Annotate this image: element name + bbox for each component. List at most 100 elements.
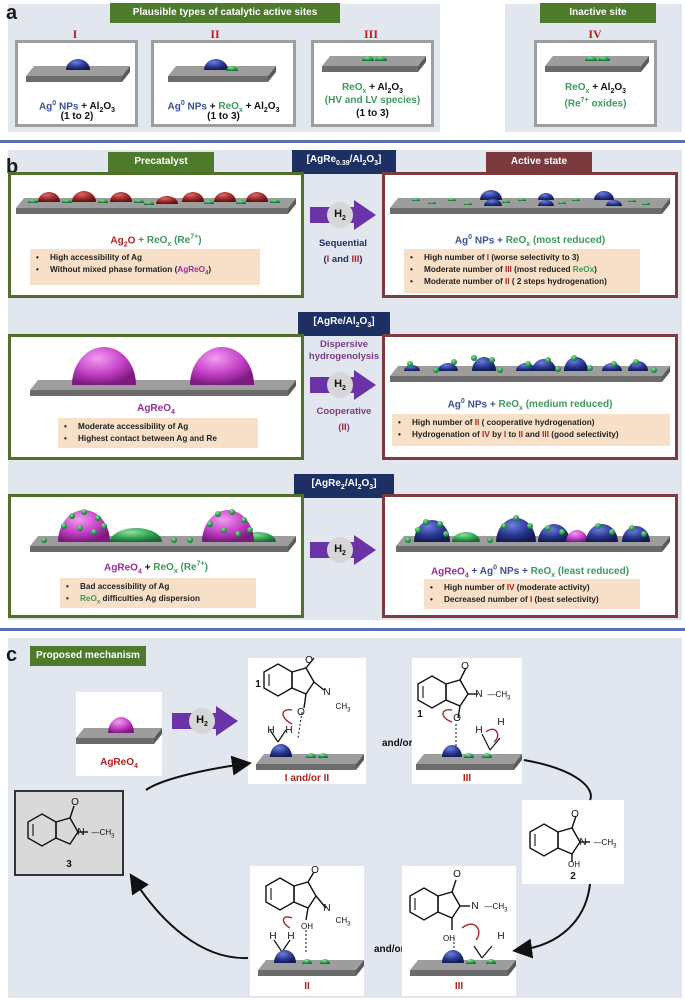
row3-h2-arrow xyxy=(310,535,376,565)
row1-left-bullet-2: Without mixed phase formation (AgReO4) xyxy=(36,264,254,280)
mech-h2-arrow xyxy=(172,706,238,736)
row3-left-bullet-1: Bad accessibility of Ag xyxy=(66,581,250,593)
row3-right-bullet-2: Decreased number of I (best selectivity) xyxy=(430,594,634,606)
row1-right-bullet-2: Moderate number of III (most reduced ReO… xyxy=(410,264,634,276)
row1-right-bullet-3: Moderate number of II ( 2 steps hydrogen… xyxy=(410,276,634,288)
br-methyl: —CH3 xyxy=(484,902,508,914)
tr-h1: H xyxy=(475,725,483,736)
precatalyst-tag: Precatalyst xyxy=(108,152,214,172)
site-i-label: Ag0 NPs + Al2O3 xyxy=(38,100,116,115)
mech-h2-label: H2 xyxy=(196,714,208,729)
row1-active-notes: High number of I (worse selectivity to 3… xyxy=(404,249,640,293)
panel-c-letter: c xyxy=(6,644,18,666)
site-iv-label: ReOx + Al2O3 xyxy=(564,82,627,95)
top-left-site-label: I and/or II xyxy=(284,773,330,784)
row2-h2-arrow xyxy=(310,370,376,400)
divider-a-b xyxy=(0,140,685,143)
compound-2-structure xyxy=(529,815,590,862)
row1-h2-arrow xyxy=(310,200,376,230)
site-ii-count: (1 to 3) xyxy=(207,111,240,122)
start-agreo4-illustration xyxy=(76,717,162,744)
row3-title: [AgRe2/Al2O3] xyxy=(294,474,394,498)
site-iii-species: (HV and LV species) xyxy=(324,95,421,106)
row2-active-notes: High number of II ( cooperative hydrogen… xyxy=(392,414,670,446)
site-iv-species: (Re7+ oxides) xyxy=(564,97,627,110)
panel-a-title: Plausible types of catalytic active site… xyxy=(110,3,340,23)
site-ii-numeral: II xyxy=(210,27,220,41)
row2-active-label: Ag0 NPs + ReOx (medium reduced) xyxy=(447,398,613,413)
bl-oxygen: O xyxy=(311,865,319,876)
row1-precatalyst-notes: High accessibility of Ag Without mixed p… xyxy=(30,249,260,285)
tr-methyl: —CH3 xyxy=(487,690,511,702)
br-h: H xyxy=(497,931,505,942)
tr-oxygen: O xyxy=(461,661,469,672)
intermediate-top-left-illustration xyxy=(256,657,364,770)
site-iv-box xyxy=(534,40,657,127)
row2-precatalyst-illustration xyxy=(30,347,296,396)
row3-precatalyst-label: AgReO4 + ReOx (Re7+) xyxy=(104,561,208,576)
row1-precatalyst-illustration xyxy=(16,191,296,214)
row1-precatalyst-label: Ag2O + ReOx (Re7+) xyxy=(110,234,202,249)
product-3-number: 3 xyxy=(66,859,72,870)
row2-right-bullet-1: High number of II ( cooperative hydrogen… xyxy=(398,417,664,429)
site-iii-count: (1 to 3) xyxy=(356,108,389,119)
row2-precatalyst-notes: Moderate accessibility of Ag Highest con… xyxy=(58,418,258,448)
br-nitrogen: N xyxy=(471,901,479,912)
br-oxygen: O xyxy=(453,869,461,880)
br-hydroxyl: OH xyxy=(443,934,455,943)
tr-nitrogen: N xyxy=(475,689,483,700)
compound-2-nitrogen: N xyxy=(579,837,587,848)
site-i-numeral: I xyxy=(72,27,78,41)
intermediate-bottom-right-illustration xyxy=(409,879,516,976)
row2-h2-label: H2 xyxy=(334,378,346,393)
row3-h2-label: H2 xyxy=(334,543,346,558)
bl-hydroxyl: OH xyxy=(301,922,313,931)
row1-active-label: Ag0 NPs + ReOx (most reduced) xyxy=(454,234,606,249)
bottom-right-site-label: III xyxy=(454,981,464,992)
product-3-methyl: —CH3 xyxy=(91,828,115,840)
row3-left-bullet-2: ReOx difficulties Ag dispersion xyxy=(66,593,250,609)
tl-h2: H xyxy=(285,725,293,736)
panel-a-inactive-title: Inactive site xyxy=(540,3,656,23)
row1-title: [AgRe0.39/Al2O3] xyxy=(292,150,396,174)
row2-left-bullet-1: Moderate accessibility of Ag xyxy=(64,421,252,433)
row2-right-bullet-2: Hydrogenation of IV by I to II and III (… xyxy=(398,429,664,441)
tr-o2: O xyxy=(453,713,461,724)
tl-nitrogen: N xyxy=(323,687,331,698)
row1-sites: (I and III) xyxy=(323,254,363,265)
site-i-count: (1 to 2) xyxy=(60,111,94,122)
row2-precatalyst-label: AgReO4 xyxy=(137,403,175,416)
row2-mechanism-2: Cooperative xyxy=(316,406,372,417)
row3-right-bullet-1: High number of IV (moderate activity) xyxy=(430,582,634,594)
row1-mechanism: Sequential xyxy=(318,238,368,249)
row2-active-illustration xyxy=(390,355,670,382)
site-i-illustration xyxy=(26,59,130,82)
row2-title: [AgRe/Al2O3] xyxy=(298,312,390,336)
row3-precatalyst-illustration xyxy=(30,509,296,552)
site-iv-numeral: IV xyxy=(588,27,602,41)
site-iii-label: ReOx + Al2O3 xyxy=(341,82,404,95)
row1-active-illustration xyxy=(390,190,670,214)
bl-methyl: CH3 xyxy=(335,916,351,928)
compound-2-methyl: —CH3 xyxy=(593,838,617,850)
and-or-bottom: and/or xyxy=(374,944,405,955)
row3-precatalyst-notes: Bad accessibility of Ag ReOx difficultie… xyxy=(60,578,256,608)
bl-h1: H xyxy=(269,931,277,942)
compound-2-box xyxy=(522,800,624,884)
site-ii-label: Ag0 NPs + ReOx + Al2O3 xyxy=(167,100,280,115)
row3-active-notes: High number of IV (moderate activity) De… xyxy=(424,579,640,609)
mechanism-title: Proposed mechanism xyxy=(30,646,146,666)
site-iii-numeral: III xyxy=(363,27,378,41)
tl-methyl: CH3 xyxy=(335,702,351,714)
row3-active-label: AgReO4 + Ag0 NPs + ReOx (least reduced) xyxy=(430,565,630,580)
bottom-left-site-label: II xyxy=(304,981,310,992)
row1-right-bullet-1: High number of I (worse selectivity to 3… xyxy=(410,252,634,264)
row1-left-bullet-1: High accessibility of Ag xyxy=(36,252,254,264)
start-agreo4-label: AgReO4 xyxy=(100,757,138,770)
compound-2-hydroxyl: OH xyxy=(568,860,580,869)
row1-h2-label: H2 xyxy=(334,208,346,223)
and-or-top: and/or xyxy=(382,738,413,749)
divider-b-c xyxy=(0,628,685,631)
tl-o2: O xyxy=(297,707,305,718)
